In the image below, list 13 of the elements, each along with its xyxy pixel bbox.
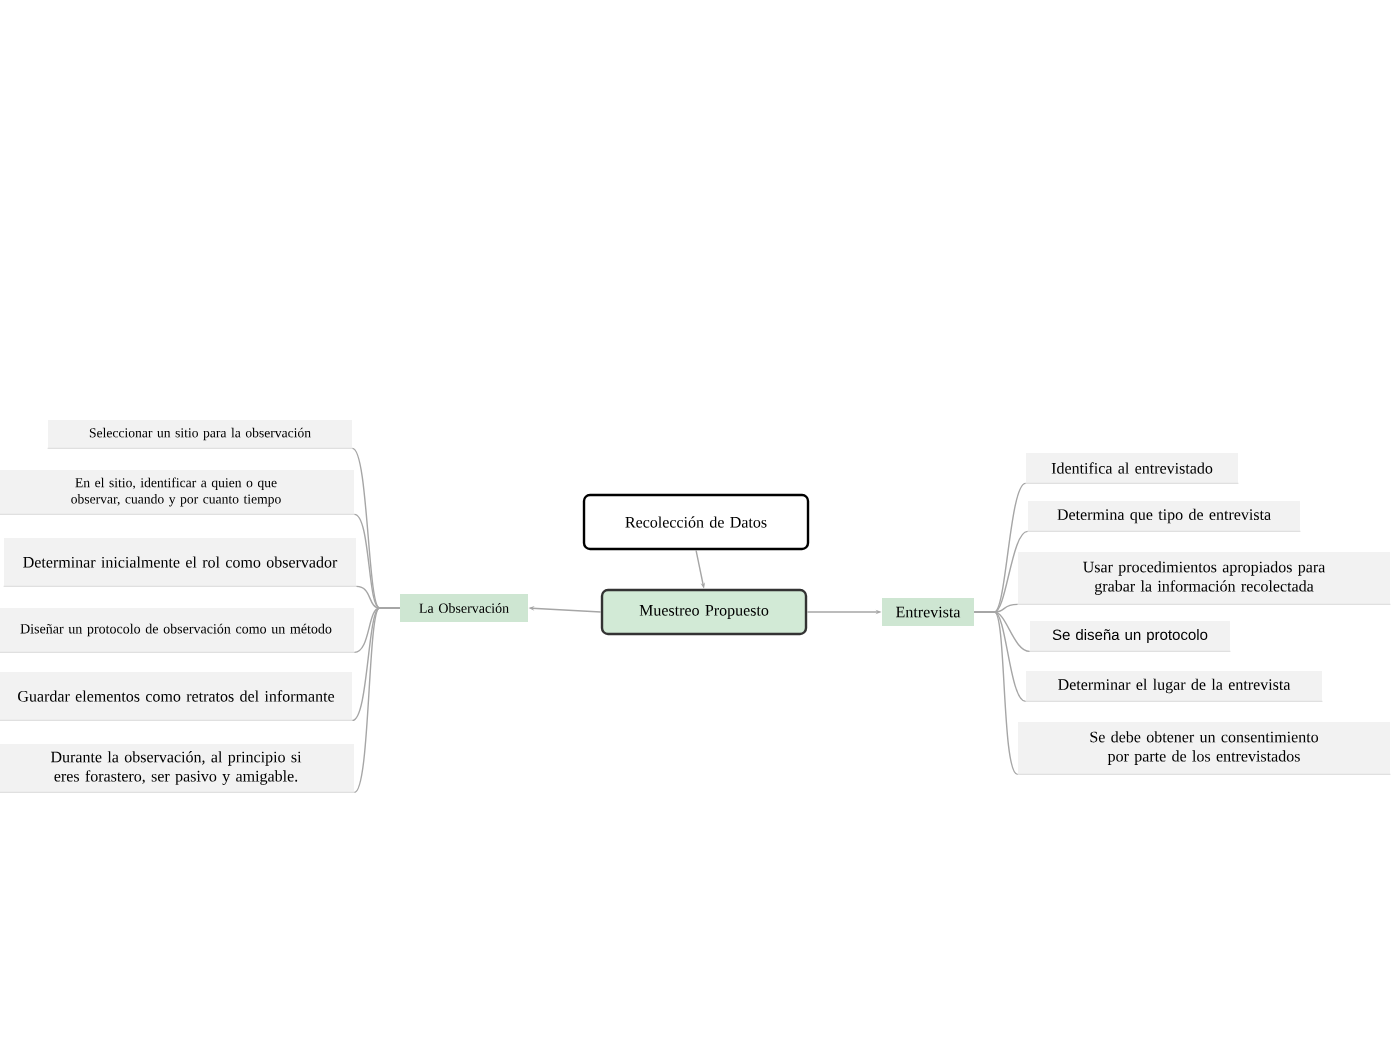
title-box: Recolección de Datos bbox=[582, 493, 810, 551]
leaf-box: Guardar elementos como retratos del informante bbox=[0, 672, 352, 720]
topic-box: Muestreo Propuesto bbox=[600, 588, 808, 636]
leaf-box: Usar procedimientos apropiados para grabar la información recolectada bbox=[1018, 552, 1390, 604]
leaf-box: Determinar el lugar de la entrevista bbox=[1026, 671, 1322, 701]
connector bbox=[973, 611, 1019, 776]
leaf-box: Identifica al entrevistado bbox=[1026, 453, 1238, 483]
leaf-box: Determina que tipo de entrevista bbox=[1028, 501, 1300, 531]
branch-box: Entrevista bbox=[882, 598, 974, 626]
leaf-box: Durante la observación, al principio si eres forastero, ser pasivo y amigable. bbox=[0, 744, 354, 792]
connector bbox=[353, 607, 401, 794]
leaf-box: Se debe obtener un consentimiento por parte de los entrevistados bbox=[1018, 722, 1390, 774]
leaf-box: Determinar inicialmente el rol como observador bbox=[4, 538, 356, 586]
